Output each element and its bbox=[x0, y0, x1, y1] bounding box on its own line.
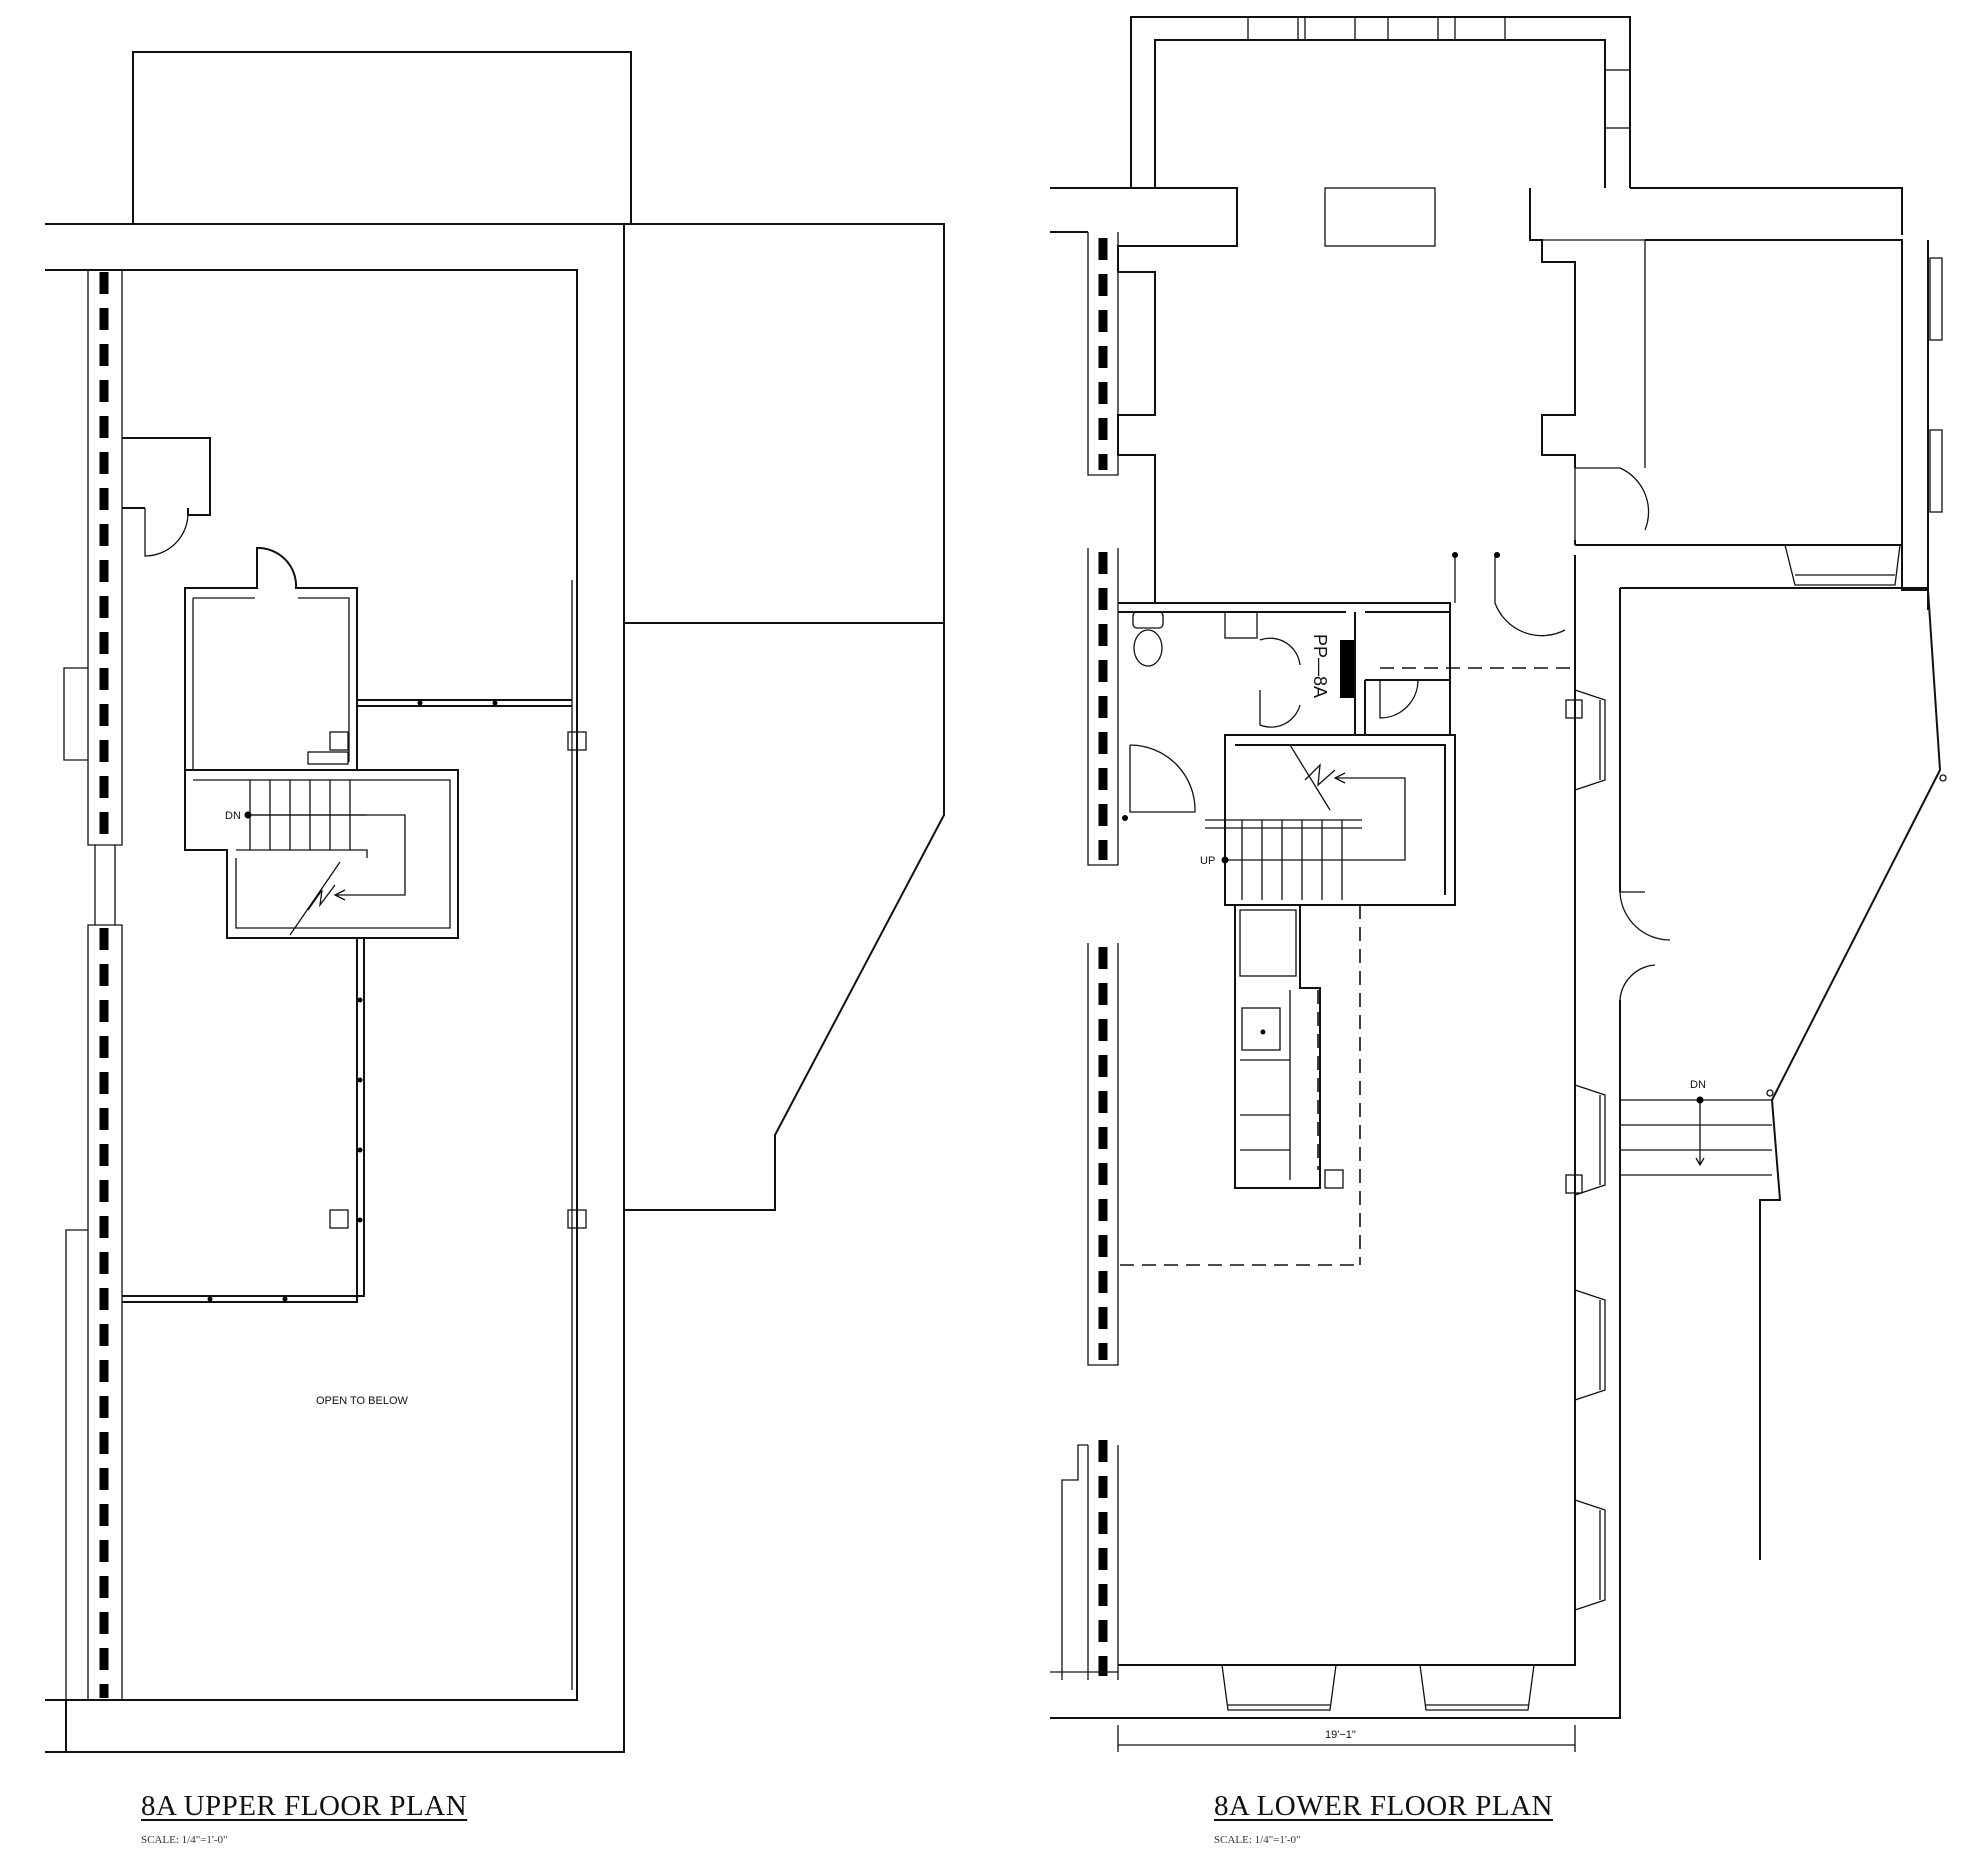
exterior-stair-dot bbox=[1696, 1096, 1704, 1104]
upper-closet bbox=[122, 437, 211, 516]
lower-top-window-4 bbox=[1454, 16, 1506, 41]
lower-main-wall bbox=[1118, 540, 1576, 1666]
lower-party-wall-band bbox=[1087, 232, 1119, 1680]
lower-right-window-1 bbox=[1929, 257, 1943, 341]
lower-top-window-2 bbox=[1304, 16, 1356, 41]
lower-plan-title: 8A LOWER FLOOR PLAN bbox=[1214, 1790, 1553, 1822]
upper-closet-door-swing bbox=[144, 508, 189, 557]
upper-plan-title: 8A UPPER FLOOR PLAN bbox=[141, 1790, 468, 1822]
upper-roof-outline bbox=[132, 51, 632, 225]
lower-exterior-diagonal bbox=[1759, 589, 1942, 1560]
lower-closet-door bbox=[1379, 679, 1419, 719]
lower-stair-label: UP bbox=[1200, 855, 1215, 867]
adjacent-building-outline bbox=[624, 223, 945, 1211]
kitchen-column bbox=[1324, 1169, 1344, 1189]
kitchen-fridge bbox=[1239, 909, 1297, 977]
bath-door-swing bbox=[1259, 637, 1301, 728]
lower-stair-door bbox=[1129, 744, 1196, 813]
lower-right-window-2 bbox=[1929, 429, 1943, 513]
panel-tag: PP—8A bbox=[1310, 634, 1330, 698]
upper-exterior-wall bbox=[45, 223, 625, 1753]
upper-column-b bbox=[567, 1209, 587, 1229]
upper-chimney-bump bbox=[63, 667, 88, 1700]
lower-stair-enclosure bbox=[1224, 734, 1456, 906]
lower-door-swing-1 bbox=[1574, 467, 1650, 545]
upper-railing bbox=[122, 699, 572, 1303]
lower-top-bay bbox=[1130, 16, 1631, 188]
upper-plan-scale: SCALE: 1/4"=1'-0" bbox=[141, 1834, 228, 1846]
lower-dimension-line bbox=[1117, 1725, 1576, 1752]
kitchen-counter-divisions bbox=[1240, 990, 1291, 1180]
lower-side-window-top bbox=[1604, 69, 1631, 129]
lower-right-upper-room bbox=[1575, 239, 1929, 591]
lower-door-swing-2 bbox=[1454, 555, 1566, 637]
lower-right-door bbox=[1619, 891, 1671, 1001]
upper-open-to-below-label: OPEN TO BELOW bbox=[316, 1395, 409, 1407]
upper-fixture-shelf bbox=[307, 751, 349, 765]
lower-floor-plan: PP—8A UP 19'−1" bbox=[1050, 16, 1947, 1752]
lower-stair-dot bbox=[1221, 856, 1229, 864]
lower-right-inner-wall bbox=[1050, 555, 1621, 1719]
lower-top-window-3 bbox=[1387, 16, 1439, 41]
lower-upper-wall-right bbox=[1529, 188, 1576, 468]
lower-bottom-windows bbox=[1221, 1664, 1535, 1711]
lower-dimension-label: 19'−1" bbox=[1325, 1729, 1356, 1741]
upper-fixture-box bbox=[329, 731, 349, 751]
kitchen-sink bbox=[1241, 1007, 1281, 1051]
upper-stair-arrow bbox=[248, 814, 406, 936]
bath-sink bbox=[1224, 611, 1258, 639]
lower-top-window-1 bbox=[1247, 16, 1299, 41]
lower-stair-arrow bbox=[1225, 744, 1406, 861]
upper-column-a bbox=[567, 731, 587, 751]
upper-interior-wall bbox=[45, 269, 578, 1701]
lower-bathroom bbox=[1118, 602, 1451, 736]
toilet-tank bbox=[1132, 611, 1164, 629]
lower-room-divider bbox=[1530, 239, 1646, 468]
upper-stair-inner bbox=[193, 779, 451, 929]
exterior-stair bbox=[1620, 1099, 1772, 1176]
upper-column-c bbox=[329, 1209, 349, 1229]
lower-plan-scale: SCALE: 1/4"=1'-0" bbox=[1214, 1834, 1301, 1846]
upper-bath-inner bbox=[192, 597, 350, 770]
toilet-bowl bbox=[1133, 629, 1163, 667]
exterior-stair-label: DN bbox=[1690, 1079, 1706, 1091]
upper-bath-room bbox=[184, 546, 358, 771]
upper-stair-enclosure bbox=[184, 769, 459, 939]
upper-floor-plan: DN OPEN TO BELOW bbox=[45, 51, 945, 1753]
upper-party-wall-band bbox=[87, 270, 123, 1700]
lower-skylight bbox=[1324, 187, 1436, 247]
upper-stair-dot bbox=[244, 811, 252, 819]
lower-closet bbox=[1364, 611, 1451, 735]
lower-side-windows bbox=[1574, 689, 1606, 1611]
lower-upper-wall bbox=[1050, 187, 1903, 603]
lower-bay-window bbox=[1784, 544, 1901, 586]
upper-stair-label: DN bbox=[225, 810, 241, 822]
electrical-panel bbox=[1340, 640, 1354, 698]
kitchen-counter bbox=[1234, 905, 1321, 1189]
lower-right-exterior bbox=[1620, 587, 1929, 610]
